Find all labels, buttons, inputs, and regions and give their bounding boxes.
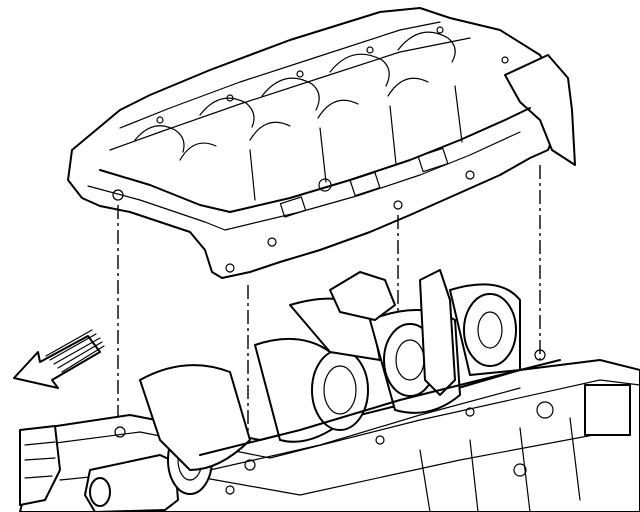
crankshaft-nose-end xyxy=(89,477,111,507)
bedplate-ribs xyxy=(109,21,471,218)
block-left-fragment xyxy=(19,425,61,506)
bearing-saddles xyxy=(134,31,456,161)
bedplate-outline xyxy=(67,7,561,279)
rear-main-cap xyxy=(329,271,396,321)
counterweight-1 xyxy=(139,364,251,471)
bedplate xyxy=(67,7,576,279)
rear-journal xyxy=(463,293,517,367)
arrow-left-down-icon xyxy=(13,329,105,389)
block-end-boss xyxy=(584,384,631,436)
engine-block xyxy=(19,269,640,512)
rear-bracket xyxy=(419,269,456,396)
bedplate-end-flange xyxy=(504,54,576,166)
bedplate-bolt-holes xyxy=(112,26,509,273)
block-bolts xyxy=(114,349,546,495)
